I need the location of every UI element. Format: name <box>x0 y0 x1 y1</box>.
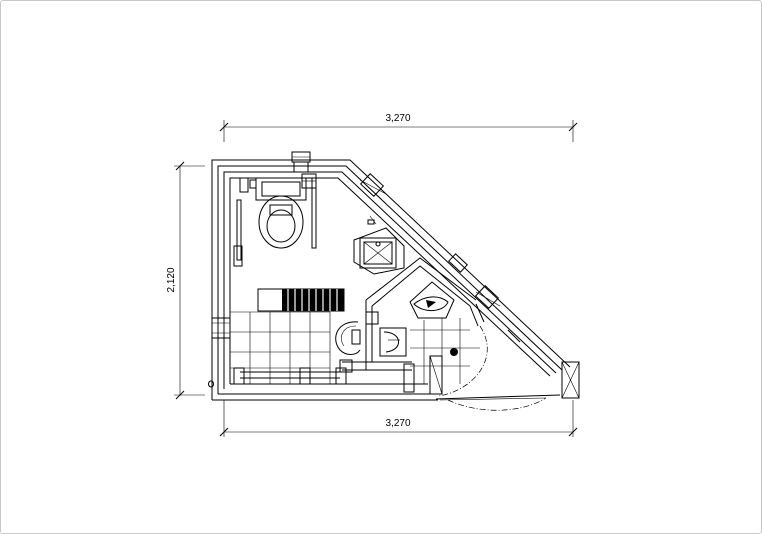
dimension-bottom: 3,270 <box>219 400 578 437</box>
dimension-bottom-label: 3,270 <box>385 418 410 429</box>
sink-icon <box>353 215 405 275</box>
dimension-top: 3,270 <box>219 113 578 142</box>
toilet-icon <box>255 177 307 249</box>
drain-marker-icon <box>208 380 214 388</box>
vent-fan-icon <box>291 151 468 273</box>
dimension-left: 2,120 <box>166 161 205 400</box>
paper-holder-icon <box>239 177 257 193</box>
urinal-icon <box>409 281 455 319</box>
changing-table-icon <box>257 288 345 312</box>
wall-fitting-icon <box>301 173 317 189</box>
floor-drain-icon <box>450 348 458 356</box>
door-swing-icon <box>437 303 547 411</box>
dimension-left-label: 2,120 <box>166 267 177 292</box>
column-icon <box>211 173 580 399</box>
seat-fixture-icon <box>335 321 361 355</box>
floor-tile-grid <box>230 311 331 384</box>
dimension-top-label: 3,270 <box>385 113 410 124</box>
wash-basin-icon <box>379 327 407 357</box>
booth-tile-grid <box>410 318 480 384</box>
partition-walls <box>339 257 477 395</box>
